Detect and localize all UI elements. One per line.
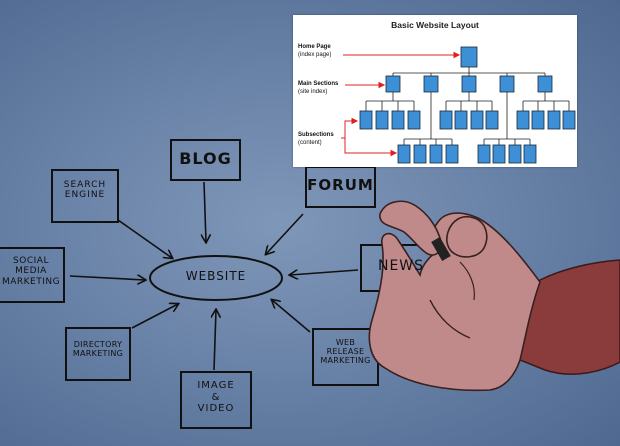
subs-sub-text: (content) xyxy=(298,140,322,146)
webrelease-line-3: MARKETING xyxy=(320,356,371,366)
website-ellipse xyxy=(149,255,283,301)
subsections-label: Subsections (content) xyxy=(298,132,334,146)
arrow-social xyxy=(69,276,145,280)
image-line-1: IMAGE xyxy=(197,380,235,391)
directory-label: DIRECTORY MARKETING xyxy=(66,340,130,358)
home-label-text: Home Page xyxy=(298,44,331,50)
center-label: WEBSITE xyxy=(185,269,247,283)
directory-box xyxy=(65,327,131,381)
home-page-label: Home Page (index page) xyxy=(298,44,331,58)
website-layout-inset: Basic Website Layout Home Page (index pa… xyxy=(293,15,577,167)
social-media-box xyxy=(0,247,65,303)
search-line-1: SEARCH xyxy=(63,180,107,190)
social-media-label: SOCIAL MEDIA MARKETING xyxy=(0,256,64,287)
blog-box xyxy=(170,139,241,181)
arrow-directory xyxy=(131,304,178,329)
forum-label: FORUM xyxy=(307,176,374,194)
arrow-news xyxy=(290,269,359,275)
social-line-3: MARKETING xyxy=(1,276,61,287)
tree-connectors xyxy=(365,67,570,145)
arrow-forum xyxy=(266,213,304,254)
arrow-search xyxy=(117,219,172,258)
search-line-2: ENGINE xyxy=(64,190,106,201)
arrow-image xyxy=(214,310,216,371)
home-sub-text: (index page) xyxy=(298,52,332,58)
social-line-2: MEDIA xyxy=(15,266,47,277)
forum-box xyxy=(305,166,376,208)
search-engine-box xyxy=(51,169,119,223)
arrow-blog xyxy=(204,181,206,242)
main-sections-label: Main Sections (site index) xyxy=(298,81,338,95)
web-release-label: WEB RELEASE MARKETING xyxy=(313,338,378,366)
image-line-2: & xyxy=(211,391,221,403)
inset-title: Basic Website Layout xyxy=(391,20,479,30)
search-engine-label: SEARCH ENGINE xyxy=(52,180,118,201)
blog-label: BLOG xyxy=(179,149,232,168)
subs-label-text: Subsections xyxy=(298,132,334,138)
main-sub-text: (site index) xyxy=(298,89,328,95)
arrow-webrelease xyxy=(272,300,311,333)
news-label: NEWS xyxy=(377,258,425,274)
main-label-text: Main Sections xyxy=(298,81,339,87)
image-video-box xyxy=(180,371,252,429)
directory-line-2: MARKETING xyxy=(72,349,124,359)
image-video-label: IMAGE & VIDEO xyxy=(181,380,251,415)
site-tree xyxy=(341,46,576,164)
image-line-3: VIDEO xyxy=(197,403,235,414)
webrelease-line-2: RELEASE xyxy=(326,347,365,357)
directory-line-1: DIRECTORY xyxy=(73,340,123,349)
webrelease-line-1: WEB xyxy=(335,338,356,347)
tree-boxes xyxy=(359,46,576,164)
red-pointer-arrows xyxy=(341,51,461,157)
social-line-1: SOCIAL xyxy=(13,256,49,266)
hand-illustration xyxy=(368,200,620,392)
